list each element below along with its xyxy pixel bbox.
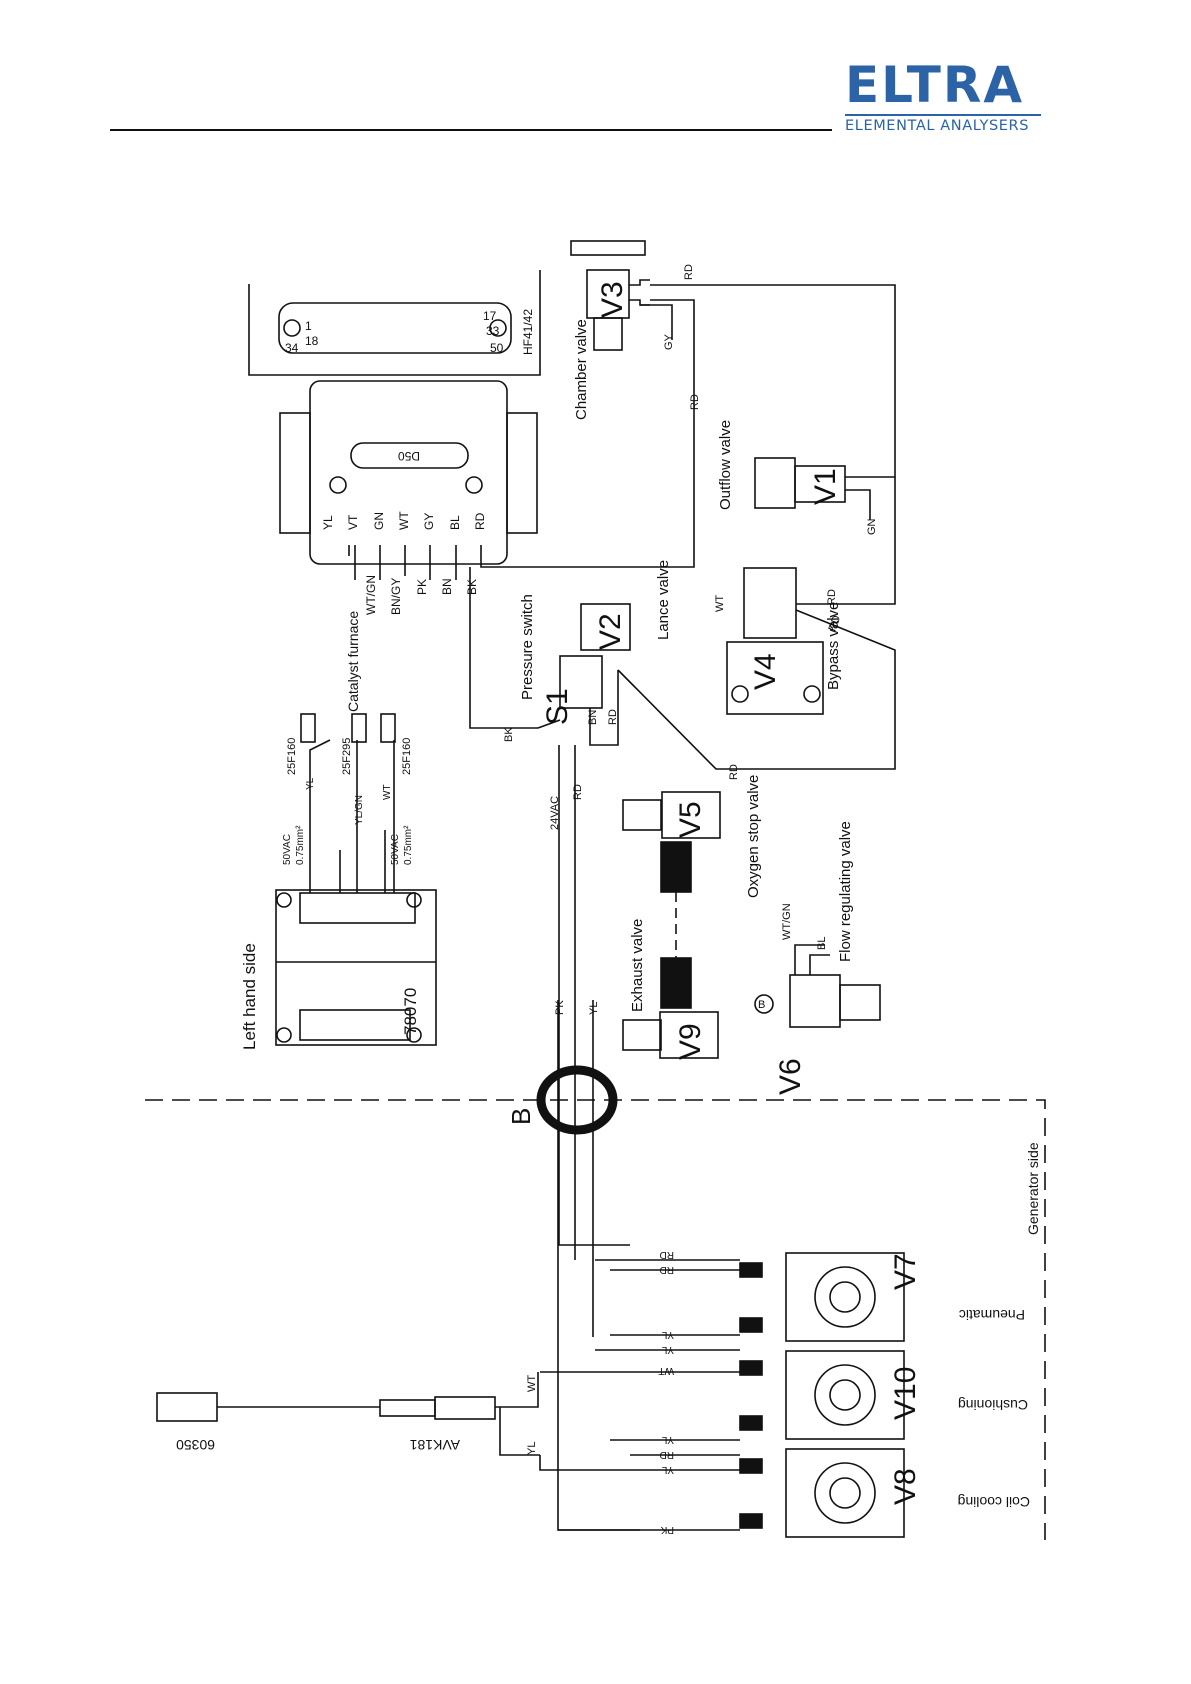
s1-wire-bk: BK [503,727,515,742]
connector-pin-34: 34 [285,341,299,355]
eltra-logo: ELTRA ELEMENTAL ANALYSERS [845,60,1045,134]
header-rule [110,129,832,131]
d50-wire-bk: BK [465,579,479,595]
d50-label: D50 [398,449,420,463]
v1-wire-gn: GN [866,518,878,535]
d50-wire-gn: GN [372,512,386,530]
supply-rd: RD [572,784,584,800]
v3-name: Chamber valve [573,319,590,420]
logo-subtitle: ELEMENTAL ANALYSERS [845,118,1029,134]
v7-id: V7 [889,1253,922,1290]
v5-name: Oxygen stop valve [745,775,762,898]
v7-name: Pneumatic [959,1307,1025,1323]
section-b: 0.75mm² [403,825,414,865]
d50-wire-pk: PK [415,579,429,595]
d50-wire-bngy: BN/GY [389,578,403,615]
supply-rd2: RD [728,764,740,780]
logo-underline [845,114,1041,116]
v3-id: V3 [596,281,629,318]
v2-id: V2 [594,613,627,650]
v9-name: Exhaust valve [629,919,646,1012]
left-side-label: Left hand side [240,943,259,1050]
v7-wire-yl: YL [661,1329,674,1340]
section-a: 0.75mm² [295,825,306,865]
transformer-number: 78070 [401,988,420,1035]
v4-wire-rd: RD [826,589,838,605]
d50-wire-wtgn: WT/GN [364,575,378,615]
d50-wire-bn: BN [440,578,454,595]
v6-name: Flow regulating valve [837,821,854,962]
v6-wire-bl: BL [816,937,828,950]
d50-wire-rd: RD [473,512,487,530]
v10-wire-yl: YL [661,1434,674,1445]
v7-wire-rd2: RD [660,1264,674,1275]
connector-pin-18: 18 [305,334,319,348]
wire-yl: YL [305,777,316,790]
v8-wire-yl: YL [661,1464,674,1475]
v8-id: V8 [889,1468,922,1505]
wire-wt: WT [382,784,393,800]
supply-pk: PK [554,1000,566,1015]
part-25f160-a: 25F160 [286,738,298,775]
d50-wire-bl: BL [448,515,462,530]
cable-wire-yl: YL [526,1442,538,1455]
d50-wire-labels: YL VT GN WT GY BL RD WT/GN BN/GY PK BN B… [321,511,487,615]
supply-voltage: 24VAC [549,796,561,830]
part-25f295: 25F295 [341,738,353,775]
generator-side-label: Generator side [1025,1142,1041,1235]
connector-pin-33: 33 [486,324,500,338]
d50-wire-vt: VT [346,514,360,530]
ring-label: B [506,1108,536,1125]
v9-id: V9 [674,1023,707,1060]
v7-wire-yl2: YL [661,1344,674,1355]
v4-name: Bypass valve [825,602,842,690]
logo-wordmark: ELTRA [845,56,1025,114]
voltage-a: 50VAC [282,834,293,865]
part-25f160-b: 25F160 [401,738,413,775]
v4-wire-rd2: RD [827,614,844,633]
s1-name: Pressure switch [519,594,536,700]
v8-wire-pk: PK [660,1524,674,1535]
wire-ylgn: YL/GN [354,795,365,825]
d50-wire-gy: GY [422,513,436,530]
v8-name: Coil cooling [958,1494,1030,1510]
v1-name: Outflow valve [717,420,734,510]
v3-wire-gy: GY [663,333,675,350]
v3-wire-rd: RD [683,264,695,280]
connector-pin-17: 17 [483,309,497,323]
v10-id: V10 [889,1367,922,1420]
v10-wire-wt: WT [658,1365,674,1376]
v10-name: Cushioning [958,1397,1028,1413]
v6-wire-wtgn: WT/GN [781,903,793,940]
cable-connector: AVK181 [409,1437,460,1453]
d50-wire-wt: WT [397,511,411,530]
cable-part-number: 60350 [176,1437,215,1453]
connector-pin-1: 1 [305,319,312,333]
v2-wire-rd: RD [607,709,619,725]
v6-marker: B [758,999,765,1011]
supply-yl: YL [588,1002,600,1015]
connector-pin-50: 50 [490,341,504,355]
v10-wire-rd: RD [660,1449,674,1460]
v7-wire-rd: RD [660,1249,674,1260]
v1-id: V1 [809,468,842,505]
cable-wire-wt: WT [526,1375,538,1392]
connector-name: HF41/42 [521,309,535,355]
v4-wire-wt: WT [714,595,726,612]
v2-wire-bn: BN [587,710,599,725]
v6-id: V6 [774,1058,807,1095]
v3-wire-rd2: RD [689,394,701,410]
furnace-label: Catalyst furnace [345,611,361,712]
s1-id: S1 [541,688,574,725]
v2-name: Lance valve [655,560,672,640]
d50-wire-yl: YL [321,515,335,530]
voltage-b: 50VAC [390,834,401,865]
v4-id: V4 [749,653,782,690]
v5-id: V5 [674,801,707,838]
